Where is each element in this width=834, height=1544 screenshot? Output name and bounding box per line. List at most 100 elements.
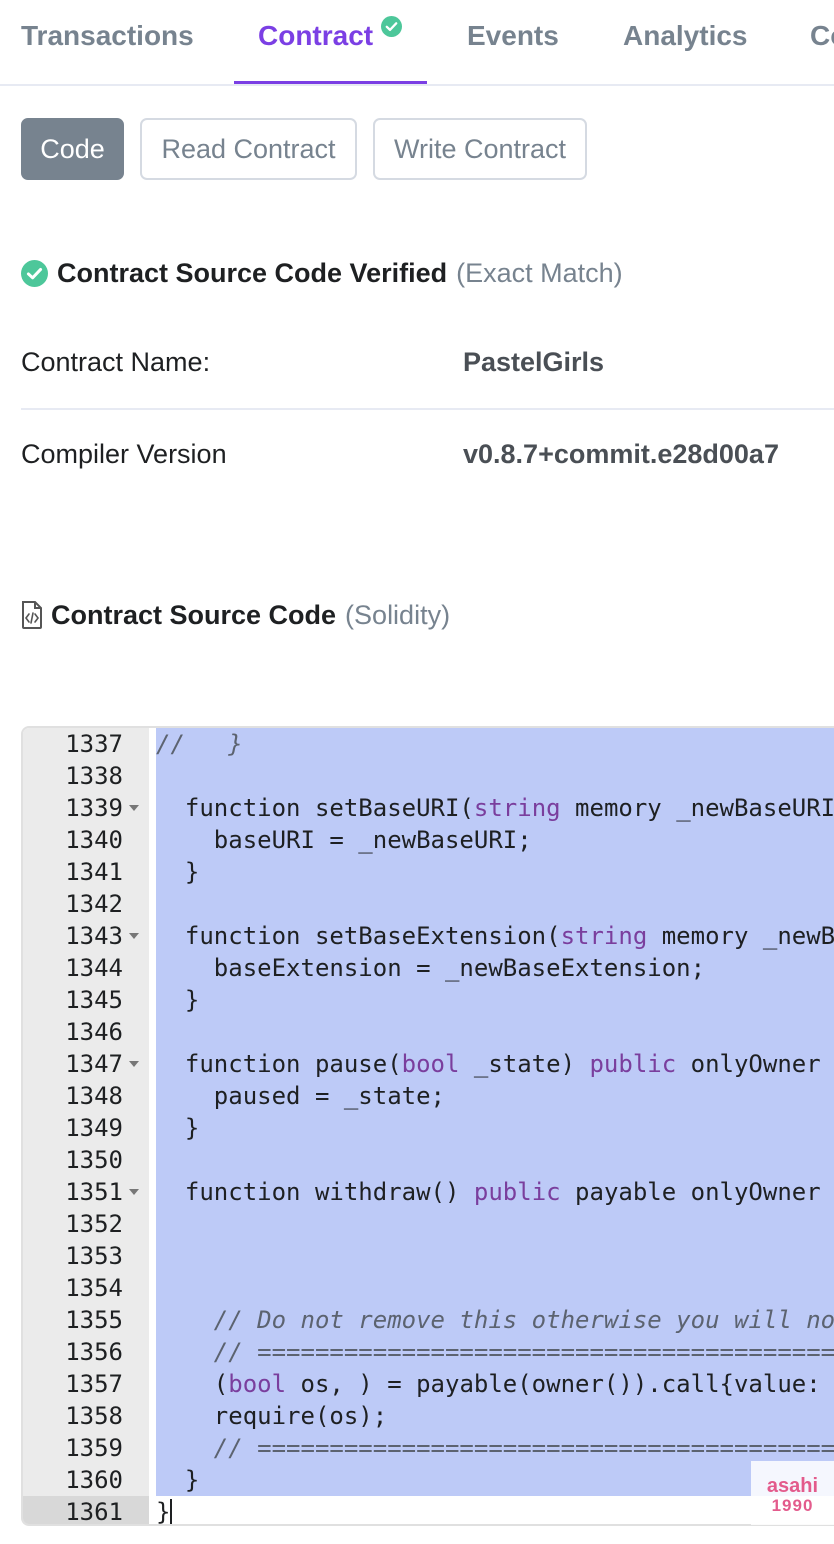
code-line[interactable]: 1359 // ================================… xyxy=(23,1432,834,1464)
divider xyxy=(21,408,834,410)
line-number: 1358 xyxy=(65,1402,123,1430)
code-text: // =====================================… xyxy=(213,1338,834,1366)
code-text: baseExtension = _newBaseExtension; xyxy=(156,954,706,982)
selection-highlight xyxy=(156,1432,834,1464)
selection-highlight xyxy=(156,792,834,824)
line-number: 1337 xyxy=(65,730,123,758)
line-number: 1338 xyxy=(65,762,123,790)
selection-highlight xyxy=(156,1016,834,1048)
selection-highlight xyxy=(156,856,834,888)
line-number: 1352 xyxy=(65,1210,123,1238)
selection-highlight xyxy=(156,728,834,760)
selection-highlight xyxy=(156,1336,834,1368)
code-line[interactable]: 1338 xyxy=(23,760,834,792)
active-tab-indicator xyxy=(234,81,427,84)
code-line[interactable]: 1360 } xyxy=(23,1464,834,1496)
code-button[interactable]: Code xyxy=(21,118,124,180)
fold-arrow-icon[interactable] xyxy=(129,933,139,939)
line-number: 1346 xyxy=(65,1018,123,1046)
line-number: 1351 xyxy=(65,1178,123,1206)
fold-arrow-icon[interactable] xyxy=(129,1061,139,1067)
line-number: 1360 xyxy=(65,1466,123,1494)
fold-arrow-icon[interactable] xyxy=(129,805,139,811)
verified-check-icon xyxy=(21,259,48,287)
code-line[interactable]: 1342 xyxy=(23,888,834,920)
code-text: // } xyxy=(156,730,243,758)
line-number: 1349 xyxy=(65,1114,123,1142)
selection-highlight xyxy=(156,1048,834,1080)
line-number: 1345 xyxy=(65,986,123,1014)
text-cursor xyxy=(170,1499,173,1524)
selection-highlight xyxy=(156,1304,834,1336)
contract-name-value: PastelGirls xyxy=(463,347,605,377)
code-line[interactable]: 1346 xyxy=(23,1016,834,1048)
code-line[interactable]: 1345 } xyxy=(23,984,834,1016)
code-line[interactable]: 1348 paused = _state; xyxy=(23,1080,834,1112)
code-line[interactable]: 1337 // } xyxy=(23,728,834,760)
line-number: 1348 xyxy=(65,1082,123,1110)
watermark-line1: asahi xyxy=(766,1475,819,1497)
code-text: // Do not remove this otherwise you will… xyxy=(213,1306,834,1334)
verification-note: (Exact Match) xyxy=(456,257,623,288)
active-line-gutter xyxy=(23,1496,149,1524)
selection-highlight xyxy=(156,952,834,984)
line-number: 1350 xyxy=(65,1146,123,1174)
source-language: (Solidity) xyxy=(345,599,451,630)
code-line[interactable]: 1357 (bool os, ) = payable(owner()).call… xyxy=(23,1368,834,1400)
line-number: 1343 xyxy=(65,922,123,950)
selection-highlight xyxy=(156,1400,834,1432)
code-line[interactable]: 1343 function setBaseExtension(string me… xyxy=(23,920,834,952)
line-number: 1341 xyxy=(65,858,123,886)
selection-highlight xyxy=(156,1176,834,1208)
tab-transactions[interactable]: Transactions xyxy=(21,20,194,51)
code-file-icon xyxy=(22,601,42,629)
line-number: 1361 xyxy=(65,1498,123,1526)
code-text: paused = _state; xyxy=(156,1082,445,1110)
code-text: (bool os, ) = payable(owner()).call{valu… xyxy=(156,1370,821,1398)
code-text: } xyxy=(156,1466,200,1494)
code-line[interactable]: 1352 xyxy=(23,1208,834,1240)
selection-highlight xyxy=(156,1144,834,1176)
code-line[interactable]: 1341 } xyxy=(23,856,834,888)
code-line[interactable]: 1361} xyxy=(23,1496,834,1526)
tab-comments[interactable]: Co xyxy=(810,20,834,51)
code-text: function setBaseExtension(string memory … xyxy=(156,922,834,950)
line-number-gutter xyxy=(23,728,149,1524)
tab-contract[interactable]: Contract xyxy=(258,20,374,51)
verification-title: Contract Source Code Verified xyxy=(57,257,448,288)
code-line[interactable]: 1354 xyxy=(23,1272,834,1304)
read-contract-button[interactable]: Read Contract xyxy=(140,118,357,180)
line-number: 1342 xyxy=(65,890,123,918)
line-number: 1344 xyxy=(65,954,123,982)
code-line[interactable]: 1355 // Do not remove this otherwise you… xyxy=(23,1304,834,1336)
code-line[interactable]: 1344 baseExtension = _newBaseExtension; xyxy=(23,952,834,984)
selection-highlight xyxy=(156,1272,834,1304)
code-line[interactable]: 1358 require(os); xyxy=(23,1400,834,1432)
line-number: 1356 xyxy=(65,1338,123,1366)
selection-highlight xyxy=(156,824,834,856)
code-line[interactable]: 1350 xyxy=(23,1144,834,1176)
code-line[interactable]: 1340 baseURI = _newBaseURI; xyxy=(23,824,834,856)
code-text: // =====================================… xyxy=(213,1434,834,1462)
selection-highlight xyxy=(156,920,834,952)
code-line[interactable]: 1351 function withdraw() public payable … xyxy=(23,1176,834,1208)
code-line[interactable]: 1349 } xyxy=(23,1112,834,1144)
code-text: require(os); xyxy=(156,1402,388,1430)
tab-analytics[interactable]: Analytics xyxy=(623,20,748,51)
code-line[interactable]: 1339 function setBaseURI(string memory _… xyxy=(23,792,834,824)
tab-events[interactable]: Events xyxy=(467,20,559,51)
code-text: } xyxy=(156,986,200,1014)
code-text: function pause(bool _state) public onlyO… xyxy=(156,1050,834,1078)
code-line[interactable]: 1353 xyxy=(23,1240,834,1272)
code-line[interactable]: 1356 // ================================… xyxy=(23,1336,834,1368)
line-number: 1353 xyxy=(65,1242,123,1270)
selection-highlight xyxy=(156,984,834,1016)
code-line[interactable]: 1347 function pause(bool _state) public … xyxy=(23,1048,834,1080)
line-number: 1354 xyxy=(65,1274,123,1302)
tab-bar: Transactions Contract Events Analytics C… xyxy=(0,0,834,86)
watermark-line2: 1990 xyxy=(771,1496,814,1515)
write-contract-button[interactable]: Write Contract xyxy=(373,118,587,180)
fold-arrow-icon[interactable] xyxy=(129,1189,139,1195)
watermark: asahi 1990 xyxy=(751,1461,834,1525)
